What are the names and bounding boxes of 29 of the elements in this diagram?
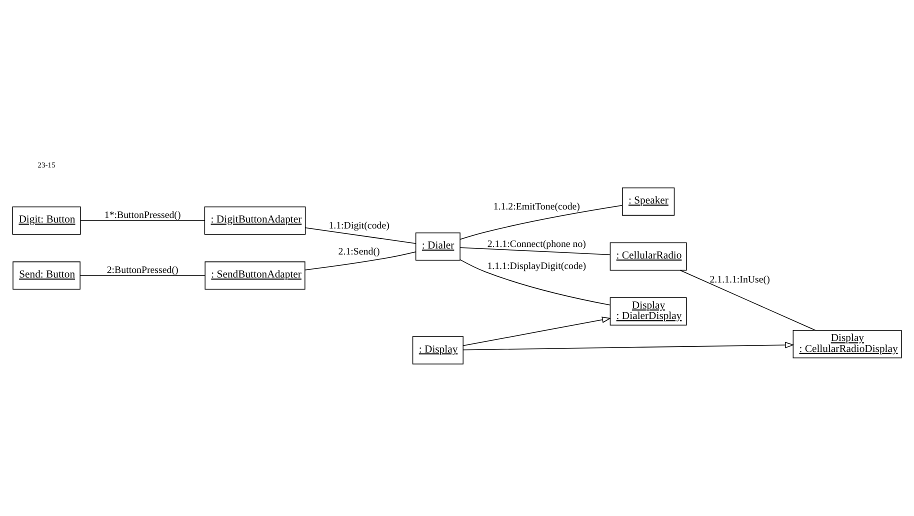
node-box: Send: Button <box>12 261 80 290</box>
edge-label: 2.1:Send() <box>338 246 380 258</box>
node-box: : Speaker <box>622 188 675 216</box>
edge-label: 2.1.1.1:InUse() <box>710 274 770 286</box>
edge-label: 1.1:Digit(code) <box>328 220 390 232</box>
connector <box>460 205 623 240</box>
connector <box>460 259 610 306</box>
arrow <box>462 342 794 350</box>
node-box: Display : DialerDisplay <box>610 297 687 326</box>
edge-label: 1.1.2:EmitTone(code) <box>493 202 580 213</box>
node-box: : CellularRadio <box>610 242 687 271</box>
edge-label: 2.1.1:Connect(phone no) <box>487 238 586 250</box>
node-box: : Dialer <box>415 232 460 261</box>
edge-label: 1*:ButtonPressed() <box>104 210 181 221</box>
connector <box>80 220 206 222</box>
connector <box>304 227 416 244</box>
label: 23-15 <box>38 160 56 170</box>
connector <box>460 247 610 256</box>
arrow <box>462 316 612 346</box>
edge-label: 1.1.1:DisplayDigit(code) <box>487 260 586 272</box>
node-box: Digit: Button <box>12 206 81 235</box>
node-box: Display : CellularRadioDisplay <box>792 330 902 358</box>
edge-label: 2:ButtonPressed() <box>106 264 178 276</box>
connector <box>680 270 816 331</box>
node-box: : Display <box>412 336 464 364</box>
connector <box>80 275 206 276</box>
node-box: : SendButtonAdapter <box>204 261 306 290</box>
node-box: : DigitButtonAdapter <box>204 206 306 235</box>
connector <box>304 252 416 270</box>
